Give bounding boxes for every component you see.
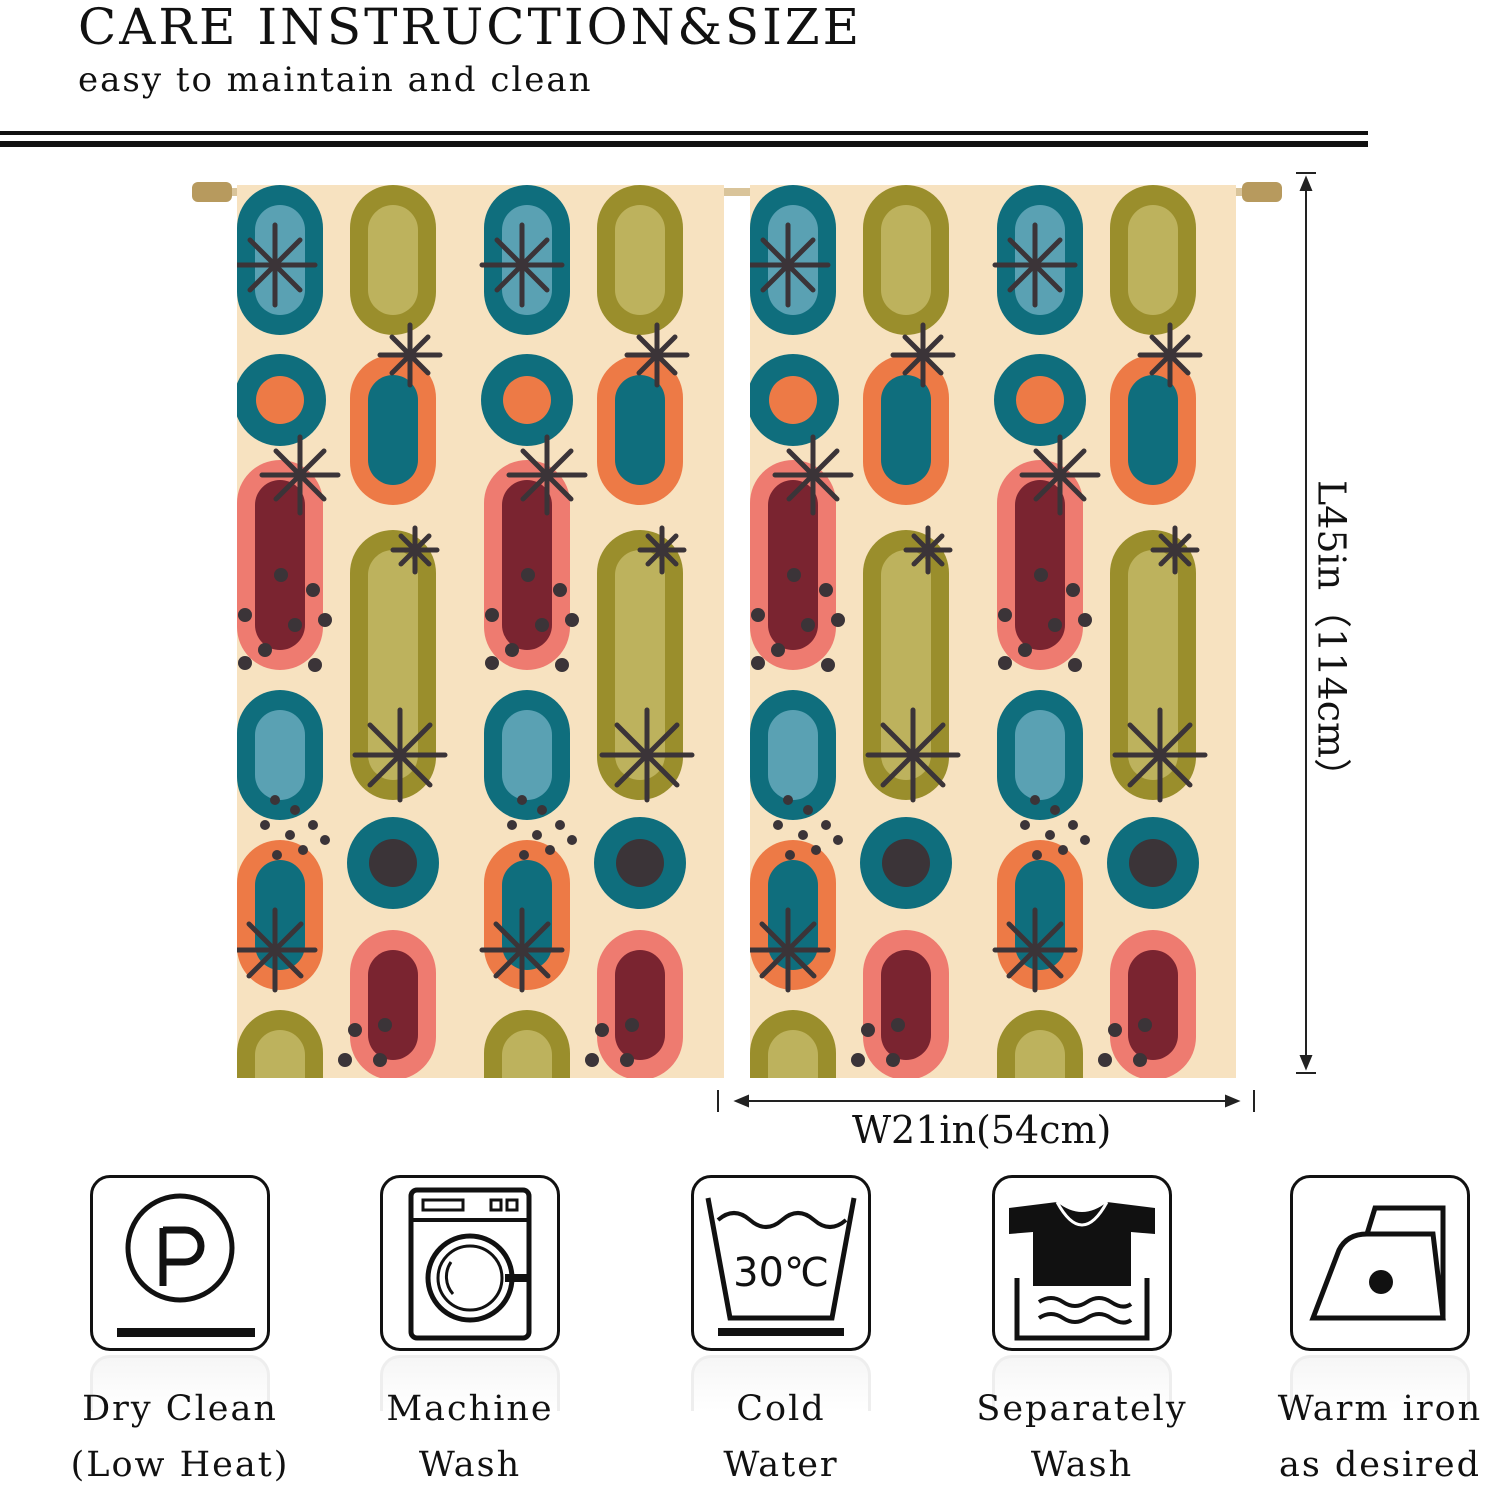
page-title: CARE INSTRUCTION&SIZE [78, 0, 863, 56]
curtain-illustration [192, 172, 1316, 1112]
care-item-cold-water: 30℃ Cold Water [661, 1175, 901, 1485]
iron-icon [1309, 1205, 1446, 1321]
length-dimension-line [1296, 172, 1316, 1074]
care-label-line1: Cold [736, 1389, 826, 1429]
curtain-panel-left [237, 185, 724, 1078]
care-label-line2: Wash [1030, 1445, 1134, 1485]
care-item-separately-wash: Separately Wash [962, 1175, 1202, 1485]
care-label-line1: Dry Clean [82, 1389, 278, 1429]
care-label-line1: Machine [386, 1389, 554, 1429]
length-label: L45in（114cm） [1309, 479, 1354, 797]
care-label-line2: (Low Heat) [70, 1445, 290, 1485]
care-item-machine-wash: Machine Wash [350, 1175, 590, 1485]
washing-machine-icon [408, 1187, 532, 1341]
care-label-line2: Wash [418, 1445, 522, 1485]
dry-clean-p-icon [117, 1193, 255, 1337]
header-rule-thick [0, 141, 1368, 147]
care-label-line2: as desired [1278, 1445, 1482, 1485]
width-dimension-line [717, 1090, 1255, 1112]
width-label: W21in(54cm) [852, 1108, 1112, 1152]
page-subtitle: easy to maintain and clean [78, 60, 593, 100]
care-label-line1: Warm iron [1277, 1389, 1483, 1429]
curtain-panel-right [750, 185, 1236, 1078]
care-label-line2: Water [723, 1445, 839, 1485]
wash-tub-30c-icon: 30℃ [705, 1197, 857, 1336]
header-rule-thin [0, 131, 1368, 135]
care-item-dry-clean: Dry Clean (Low Heat) [60, 1175, 300, 1485]
shirt-in-water-icon [1009, 1201, 1155, 1341]
temperature-text: 30℃ [733, 1250, 829, 1296]
care-label-line1: Separately [976, 1389, 1188, 1429]
care-item-warm-iron: Warm iron as desired [1260, 1175, 1500, 1485]
